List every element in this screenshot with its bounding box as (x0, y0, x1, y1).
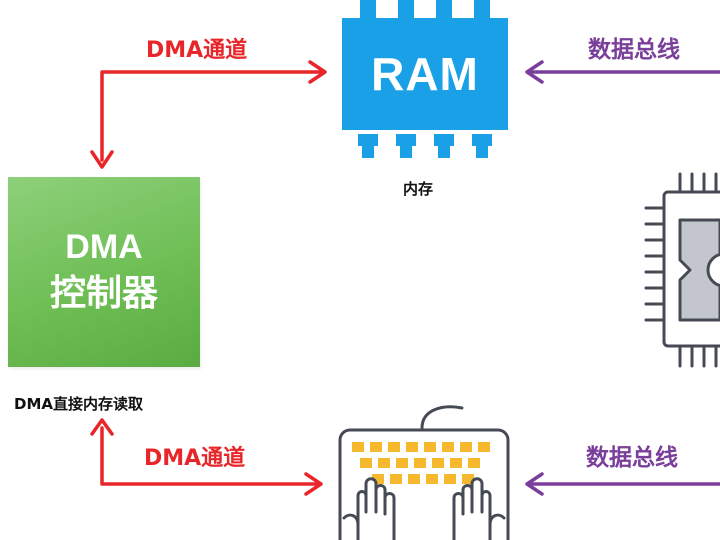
dma-controller-box: DMA 控制器 (8, 177, 200, 367)
data-bus-top-label: 数据总线 (588, 37, 680, 63)
ram-chip-icon (358, 0, 492, 158)
keyboard-icon (338, 405, 510, 540)
dma-controller-title: DMA (65, 228, 143, 266)
cpu-chip-icon (644, 172, 720, 368)
dma-channel-bottom-arrow (90, 418, 323, 496)
dma-controller-subtitle: 控制器 (49, 273, 158, 314)
data-bus-top-arrow (525, 60, 720, 84)
data-bus-bottom-label: 数据总线 (586, 445, 678, 471)
dma-channel-top-arrow (90, 60, 327, 169)
hand-icon (342, 477, 396, 540)
data-bus-bottom-arrow (525, 472, 720, 496)
dma-channel-bottom-label: DMA通道 (144, 446, 246, 471)
dma-controller-caption: DMA直接内存读取 (14, 395, 143, 413)
ram-label: RAM (371, 48, 479, 100)
ram-caption: 内存 (403, 180, 434, 198)
dma-channel-top-label: DMA通道 (146, 38, 248, 63)
ram-chip: RAM (342, 18, 508, 130)
